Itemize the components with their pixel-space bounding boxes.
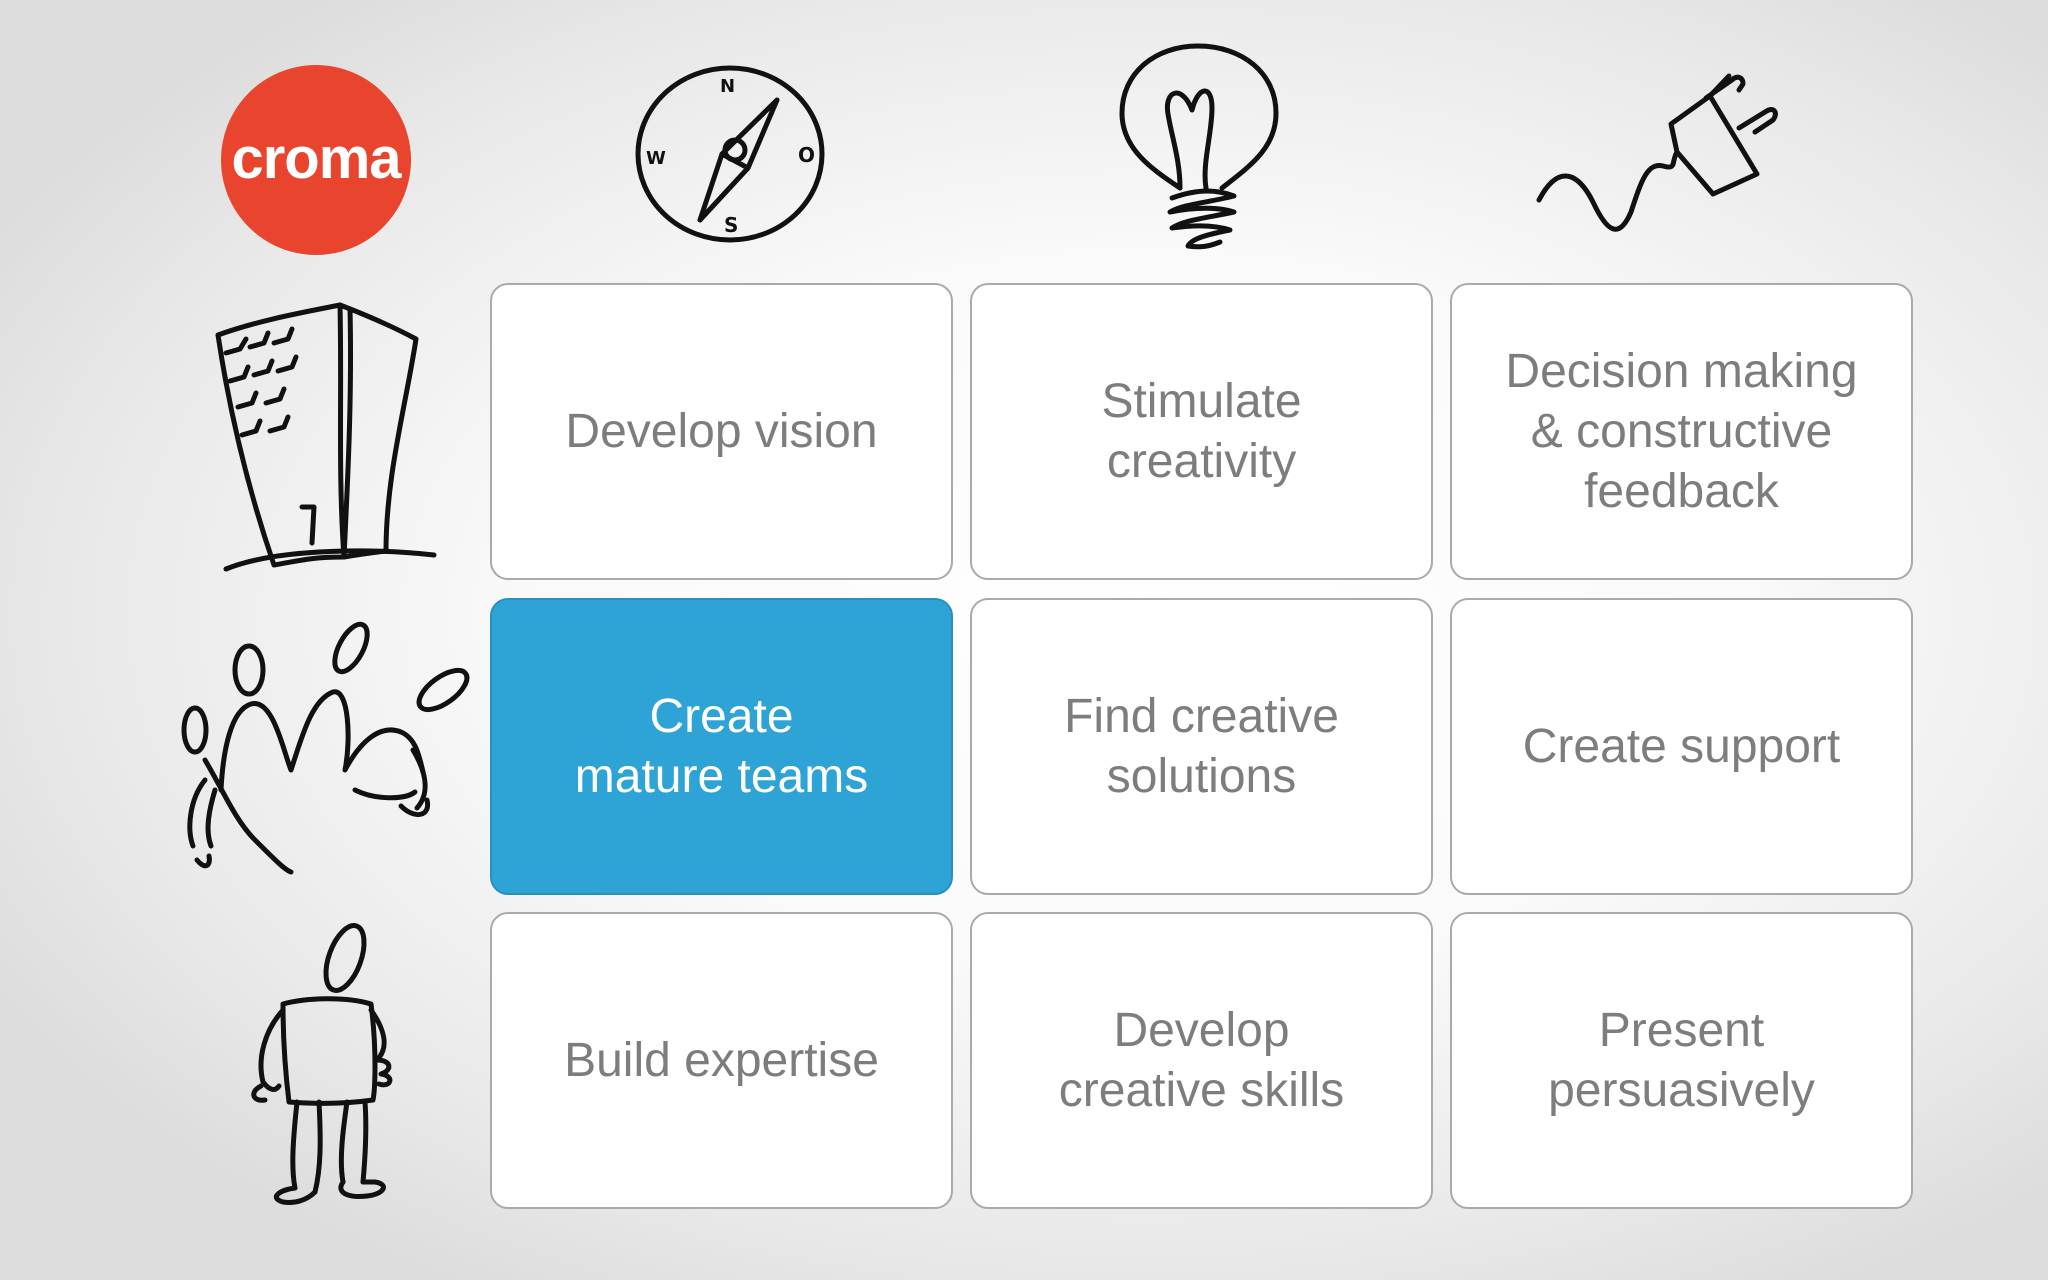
person-icon	[251, 923, 393, 1205]
cell-create-support[interactable]: Create support	[1450, 598, 1913, 895]
cell-label: Develop creative skills	[1058, 1003, 1345, 1117]
cell-develop-vision[interactable]: Develop vision	[490, 283, 953, 580]
compass-letter-n: N	[720, 76, 735, 97]
compass-letter-s: S	[724, 213, 738, 237]
cell-build-expertise[interactable]: Build expertise	[490, 912, 953, 1209]
cell-label: Develop vision	[565, 404, 878, 458]
cell-label: Stimulate creativity	[1101, 374, 1302, 488]
cell-present-persuasively[interactable]: Present persuasively	[1450, 912, 1913, 1209]
cell-label: Create mature teams	[574, 689, 869, 803]
lightbulb-icon	[1119, 43, 1279, 250]
logo-text: croma	[231, 125, 401, 191]
compass-letter-w: W	[646, 148, 666, 169]
compass-letter-e: O	[798, 143, 815, 167]
cell-label: Create support	[1522, 719, 1841, 773]
plug-icon	[1536, 73, 1778, 232]
cell-label: Build expertise	[564, 1033, 879, 1087]
cell-label: Find creative solutions	[1064, 689, 1339, 803]
cell-develop-creative-skills[interactable]: Develop creative skills	[970, 912, 1433, 1209]
cell-find-creative-solutions[interactable]: Find creative solutions	[970, 598, 1433, 895]
cell-label: Present persuasively	[1548, 1003, 1815, 1117]
cell-stimulate-creativity[interactable]: Stimulate creativity	[970, 283, 1433, 580]
cell-create-mature-teams[interactable]: Create mature teams	[490, 598, 953, 895]
people-group-icon	[181, 621, 470, 875]
compass-icon: N W S O	[635, 65, 825, 243]
cell-label: Decision making & constructive feedback	[1505, 344, 1858, 518]
building-icon	[215, 302, 437, 572]
cell-decision-making[interactable]: Decision making & constructive feedback	[1450, 283, 1913, 580]
croma-logo: croma	[221, 65, 411, 255]
